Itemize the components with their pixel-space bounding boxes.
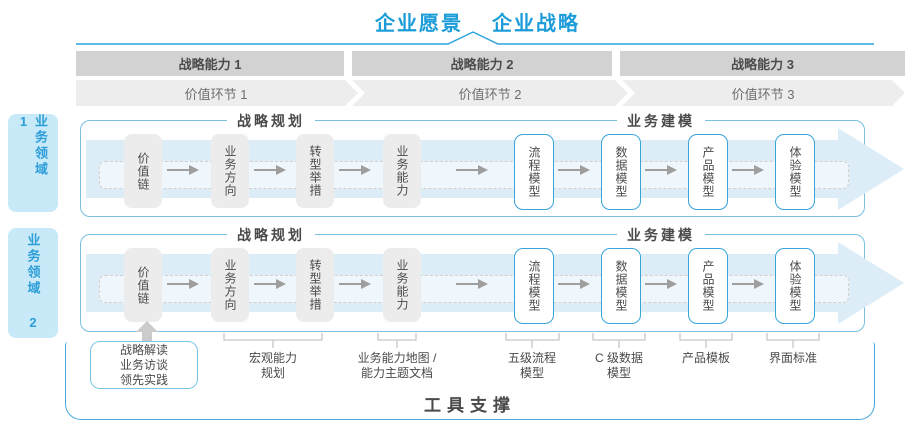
business-direction-label: 业务方向 <box>223 259 237 311</box>
capability-map-label: 业务能力地图 / 能力主题文档 <box>357 351 437 380</box>
macro-capability-label: 宏观能力 规划 <box>248 351 297 380</box>
arrow-right-icon <box>339 279 372 289</box>
capability-segment-3: 战略能力 3 <box>620 51 905 76</box>
arrow-right-icon <box>558 165 591 175</box>
process-model-label: 流程模型 <box>527 260 541 312</box>
product-model-label: 产品模型 <box>701 260 715 312</box>
vision-title: 企业愿景 <box>375 13 463 35</box>
process-model-box: 流程模型 <box>514 134 554 210</box>
arrow-right-icon <box>456 165 489 175</box>
product-model-box: 产品模型 <box>688 248 728 324</box>
arrow-right-icon <box>167 165 200 175</box>
ui-standard-label: 界面标准 <box>768 351 817 365</box>
product-model-label: 产品模型 <box>701 146 715 198</box>
business-direction-box: 业务方向 <box>211 248 249 322</box>
experience-model-label: 体验模型 <box>788 146 802 198</box>
product-model-box: 产品模型 <box>688 134 728 210</box>
modeling-section-title: 业务建模 <box>617 225 705 245</box>
arrow-right-icon <box>339 165 372 175</box>
planning-section-title: 战略规划 <box>227 111 315 131</box>
process-model-box: 流程模型 <box>514 248 554 324</box>
arrow-right-icon <box>254 165 287 175</box>
business-capability-label: 业务能力 <box>395 145 409 197</box>
arrow-right-icon <box>456 279 489 289</box>
capability-segment-1: 战略能力 1 <box>76 51 344 76</box>
experience-model-box: 体验模型 <box>775 248 815 324</box>
arrow-right-icon <box>645 165 678 175</box>
value-link-1: 价值环节 1 <box>184 87 248 102</box>
business-direction-box: 业务方向 <box>211 134 249 208</box>
data-model-output-label: C 级数据 模型 <box>594 351 643 380</box>
value-chain-label: 价值链 <box>136 151 150 191</box>
arrow-right-icon <box>167 279 200 289</box>
value-chevron-band <box>76 80 905 106</box>
business-capability-box: 业务能力 <box>383 134 421 208</box>
domain-tab-1-label: 业务领域 1 <box>16 114 48 178</box>
tool-support-container <box>65 342 875 420</box>
arrow-right-icon <box>732 165 765 175</box>
strategy-title: 企业战略 <box>492 13 580 35</box>
transformation-initiative-box: 转型举措 <box>296 134 334 208</box>
domain-2-flow-panel: 战略规划 业务建模 价值链 业务方向 转型举措 业务能力 流程模型 数据模型 产… <box>80 225 904 332</box>
tool-support-title: 工具支撑 <box>424 396 516 415</box>
value-chain-box: 价值链 <box>124 134 162 208</box>
value-link-3: 价值环节 3 <box>731 87 795 102</box>
experience-model-box: 体验模型 <box>775 134 815 210</box>
value-chain-box: 价值链 <box>124 248 162 322</box>
product-template-label: 产品模板 <box>681 351 730 365</box>
domain-1-flow-panel: 战略规划 业务建模 价值链 业务方向 转型举措 业务能力 流程模型 数据模型 产… <box>80 111 904 217</box>
data-model-box: 数据模型 <box>601 134 641 210</box>
domain-tab-2: 业务领域 2 <box>8 228 58 338</box>
transformation-initiative-label: 转型举措 <box>308 259 322 311</box>
value-link-2: 价值环节 2 <box>458 87 522 102</box>
arrow-right-icon <box>254 279 287 289</box>
planning-section-title: 战略规划 <box>227 225 315 245</box>
process-model-output-label: 五级流程 模型 <box>507 351 556 380</box>
divider-line <box>76 31 874 45</box>
business-capability-label: 业务能力 <box>395 259 409 311</box>
arrow-right-icon <box>558 279 591 289</box>
strategy-input-box: 战略解读 业务访谈 领先实践 <box>90 341 198 389</box>
domain-tab-2-label: 业务领域 2 <box>25 233 41 333</box>
arrow-right-icon <box>732 279 765 289</box>
modeling-section-title: 业务建模 <box>617 111 705 131</box>
business-capability-box: 业务能力 <box>383 248 421 322</box>
business-direction-label: 业务方向 <box>223 145 237 197</box>
capability-segment-2: 战略能力 2 <box>352 51 612 76</box>
data-model-box: 数据模型 <box>601 248 641 324</box>
transformation-initiative-box: 转型举措 <box>296 248 334 322</box>
domain-tab-1: 业务领域 1 <box>8 114 58 212</box>
transformation-initiative-label: 转型举措 <box>308 145 322 197</box>
experience-model-label: 体验模型 <box>788 260 802 312</box>
value-chain-label: 价值链 <box>136 265 150 305</box>
data-model-label: 数据模型 <box>614 260 628 312</box>
data-model-label: 数据模型 <box>614 146 628 198</box>
process-model-label: 流程模型 <box>527 146 541 198</box>
arrow-right-icon <box>645 279 678 289</box>
